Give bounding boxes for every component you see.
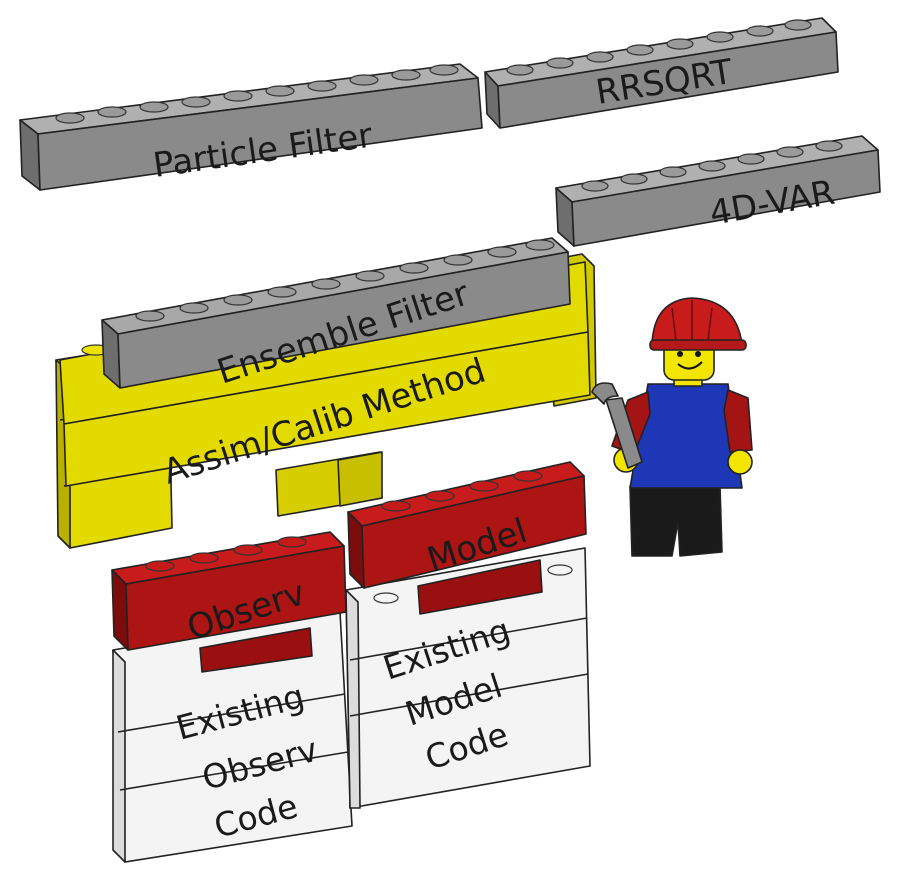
- ensemble-filter-studs: [135, 239, 555, 322]
- construction-worker-minifigure: [591, 297, 753, 557]
- particle-filter-studs: [55, 64, 459, 124]
- rrsqrt-brick: RRSQRT: [484, 17, 839, 129]
- particle-filter-brick: Particle Filter: [19, 63, 483, 191]
- rrsqrt-studs: [506, 19, 812, 76]
- four-d-var-brick: 4D-VAR: [555, 135, 881, 247]
- wrench-icon: [591, 382, 643, 469]
- existing-model-code-stack: Existing Model Code: [345, 547, 591, 809]
- existing-observ-code-stack: Existing Observ Code: [112, 611, 353, 863]
- model-brick: Model: [347, 461, 587, 615]
- four-d-var-studs: [581, 140, 843, 192]
